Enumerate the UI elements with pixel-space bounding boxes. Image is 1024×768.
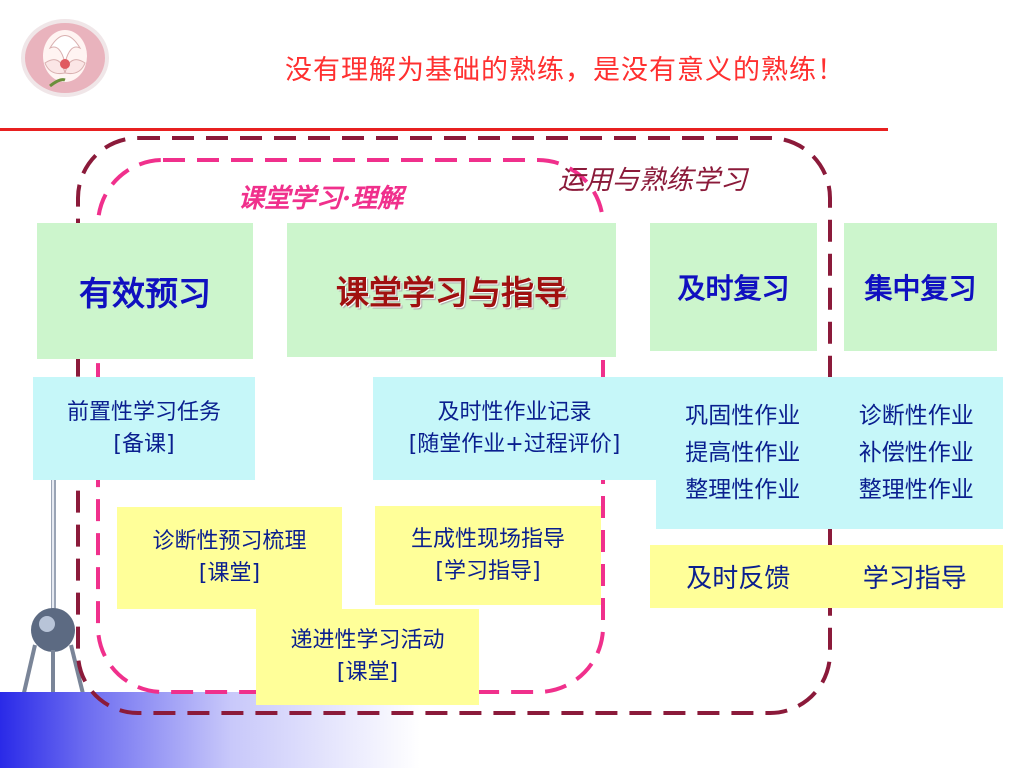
title-rule xyxy=(0,128,888,131)
task-preview-line2: [备课] xyxy=(113,431,175,457)
task-homework-line1: 及时性作业记录 xyxy=(437,399,592,425)
review-homework-list: 巩固性作业 提高性作业 整理性作业 xyxy=(685,398,800,509)
task-preview-line1: 前置性学习任务 xyxy=(66,399,221,425)
task-homework-line2: [随堂作业+过程评价] xyxy=(408,431,621,457)
progressive-line1: 递进性学习活动 xyxy=(290,628,445,653)
task-progressive-activity: 递进性学习活动 [课堂] xyxy=(256,609,479,705)
stage-preview: 有效预习 xyxy=(37,223,253,359)
diagnostic-line1: 诊断性预习梳理 xyxy=(152,529,307,554)
page-title: 没有理解为基础的熟练，是没有意义的熟练！ xyxy=(285,55,845,86)
intensive-item: 补偿性作业 xyxy=(858,439,974,466)
stage-review-label: 及时复习 xyxy=(677,272,790,305)
guidance-label: 学习指导 xyxy=(862,564,967,594)
progressive-line2: [课堂] xyxy=(336,660,399,685)
review-item: 提高性作业 xyxy=(685,439,801,466)
review-item: 巩固性作业 xyxy=(685,402,801,429)
stage-review: 及时复习 xyxy=(650,223,817,351)
feedback-label: 及时反馈 xyxy=(686,564,791,594)
label-practice-learning: 运用与熟练学习 xyxy=(558,165,747,196)
stage-intensive: 集中复习 xyxy=(844,223,997,351)
task-feedback-guidance: 及时反馈 学习指导 xyxy=(650,545,1003,608)
task-diagnostic-preview: 诊断性预习梳理 [课堂] xyxy=(117,507,342,609)
diagnostic-line2: [课堂] xyxy=(198,561,261,586)
intensive-item: 整理性作业 xyxy=(858,476,974,503)
stage-intensive-label: 集中复习 xyxy=(864,272,977,305)
review-item: 整理性作业 xyxy=(685,476,801,503)
onsite-line2: [学习指导] xyxy=(435,558,541,584)
task-review-column: 巩固性作业 提高性作业 整理性作业 诊断性作业 补偿性作业 整理性作业 xyxy=(656,377,1003,529)
stage-classroom: 课堂学习与指导 xyxy=(287,223,616,357)
stage-preview-label: 有效预习 xyxy=(79,274,211,313)
task-homework-record: 及时性作业记录 [随堂作业+过程评价] xyxy=(373,377,656,480)
intensive-homework-list: 诊断性作业 补偿性作业 整理性作业 xyxy=(859,398,974,509)
flower-logo xyxy=(20,18,110,98)
onsite-line1: 生成性现场指导 xyxy=(410,526,565,552)
task-onsite-guidance: 生成性现场指导 [学习指导] xyxy=(375,506,601,605)
stage-classroom-label: 课堂学习与指导 xyxy=(336,273,567,312)
task-preview: 前置性学习任务 [备课] xyxy=(33,377,255,480)
intensive-item: 诊断性作业 xyxy=(858,402,974,429)
label-classroom-understanding: 课堂学习·理解 xyxy=(238,184,404,214)
